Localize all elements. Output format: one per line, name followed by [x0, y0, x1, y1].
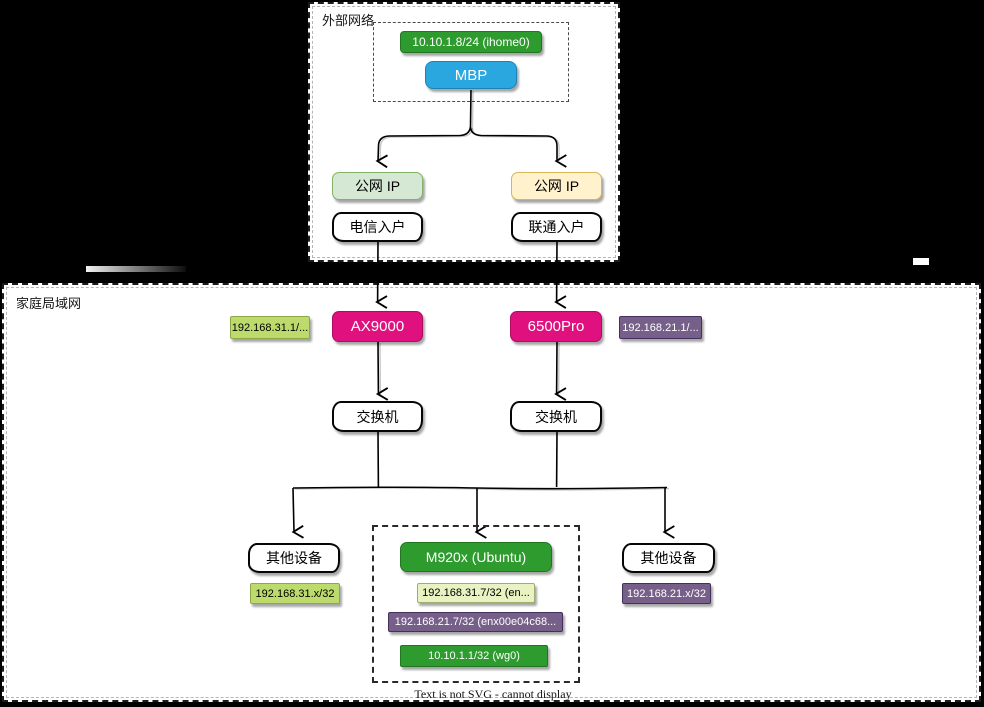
artifact-mark: [913, 258, 929, 265]
home-lan-container: [2, 283, 981, 702]
home-lan-label: 家庭局域网: [16, 296, 82, 311]
ihome0-interface-node: 10.10.1.8/24 (ihome0): [400, 31, 542, 53]
m920x-server-node: M920x (Ubuntu): [400, 542, 552, 572]
other-devices-left-node: 其他设备: [248, 543, 340, 573]
other-devices-left-ip-label: 192.168.31.x/32: [250, 583, 340, 604]
m920x-group-box: [372, 525, 580, 683]
m920x-ip-label-2: 192.168.21.7/32 (enx00e04c68...: [388, 612, 563, 632]
wan-ip-telecom-node: 公网 IP: [332, 172, 423, 200]
router-ax9000-ip-label: 192.168.31.1/...: [230, 316, 310, 339]
other-devices-right-ip-label: 192.168.21.x/32: [622, 583, 711, 604]
switch-right-node: 交换机: [510, 401, 602, 432]
other-devices-right-node: 其他设备: [622, 543, 715, 573]
ax9000-router-node: AX9000: [332, 311, 423, 342]
telecom-entry-node: 电信入户: [332, 212, 423, 242]
6500pro-router-node: 6500Pro: [510, 311, 602, 342]
svg-fallback-note: Text is not SVG - cannot display: [414, 687, 572, 701]
unicom-entry-node: 联通入户: [511, 212, 602, 242]
router-6500pro-ip-label: 192.168.21.1/...: [619, 316, 702, 339]
wan-ip-unicom-node: 公网 IP: [511, 172, 602, 200]
m920x-ip-label-1: 192.168.31.7/32 (en...: [417, 583, 535, 603]
mbp-node: MBP: [425, 61, 517, 89]
external-network-label: 外部网络: [322, 13, 375, 28]
artifact-strip: [86, 266, 186, 272]
m920x-ip-label-3: 10.10.1.1/32 (wg0): [400, 645, 548, 667]
switch-left-node: 交换机: [332, 401, 423, 432]
